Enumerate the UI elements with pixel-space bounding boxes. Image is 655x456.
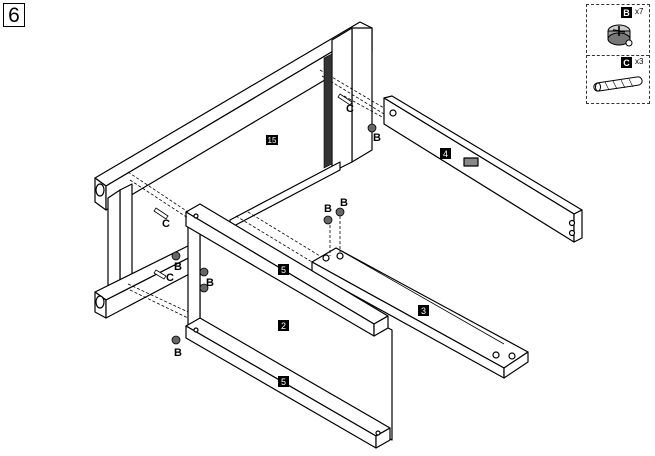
dowel-c-left <box>153 207 169 220</box>
callout-c-mid-left: C <box>166 272 174 284</box>
back-lower-beam <box>94 239 213 319</box>
part-label-5-bottom: 5 <box>278 376 289 387</box>
callout-c-upper: C <box>346 103 354 115</box>
callout-c-left: C <box>162 218 170 230</box>
part-label-4-text: 4 <box>443 149 448 159</box>
cam-b-top-b <box>335 207 345 217</box>
callouts: C B C B B B C B B <box>162 103 381 359</box>
hardware-legend: B x7 C x3 <box>586 4 650 104</box>
part-4-side-rail <box>383 95 583 243</box>
cam-b-mid-left <box>171 251 181 261</box>
back-lower-rail <box>229 161 341 229</box>
back-right-leg <box>331 27 373 173</box>
part-label-15: 15 <box>266 135 278 145</box>
callout-b-top-b: B <box>340 197 348 209</box>
alignment-lines <box>127 69 385 319</box>
cam-b-mid-right-a <box>199 267 209 277</box>
part-label-5-bottom-text: 5 <box>281 377 286 387</box>
cam-b-bottom <box>171 335 181 345</box>
step-number: 6 <box>3 3 25 27</box>
part-label-2-text: 2 <box>281 321 286 331</box>
hardware-parts <box>153 53 377 345</box>
legend-letter-b: B <box>621 7 632 18</box>
part-label-4: 4 <box>440 148 451 159</box>
dowel-c-mid <box>153 269 167 280</box>
callout-b-bottom: B <box>174 347 182 359</box>
cam-lock-post-upper <box>323 53 333 169</box>
wooden-dowel-icon <box>593 76 643 92</box>
callout-b-top-a: B <box>324 203 332 215</box>
part-label-2: 2 <box>278 320 289 331</box>
legend-letter-c: C <box>621 57 632 68</box>
cam-lock-icon <box>607 24 633 47</box>
part-label-5-top: 5 <box>278 264 289 275</box>
part-label-3: 3 <box>418 305 429 316</box>
part-label-15-text: 15 <box>268 136 277 145</box>
cam-b-upper <box>367 123 377 133</box>
legend-row-cam-lock: B x7 <box>587 5 649 56</box>
cam-b-mid-right-b <box>199 283 209 293</box>
callout-b-mid-left: B <box>174 261 182 273</box>
callout-b-mid-right: B <box>206 277 214 289</box>
part-label-5-top-text: 5 <box>281 265 286 275</box>
dowel-c-upper <box>337 93 353 106</box>
part-label-3-text: 3 <box>421 306 426 316</box>
cam-b-top-a <box>323 215 333 225</box>
callout-b-upper: B <box>373 132 381 144</box>
legend-row-dowel: C x3 <box>587 55 649 104</box>
legend-qty-c: x3 <box>635 57 644 66</box>
part-labels: 15 4 5 2 3 5 <box>266 135 451 387</box>
legend-qty-b: x7 <box>635 7 644 16</box>
